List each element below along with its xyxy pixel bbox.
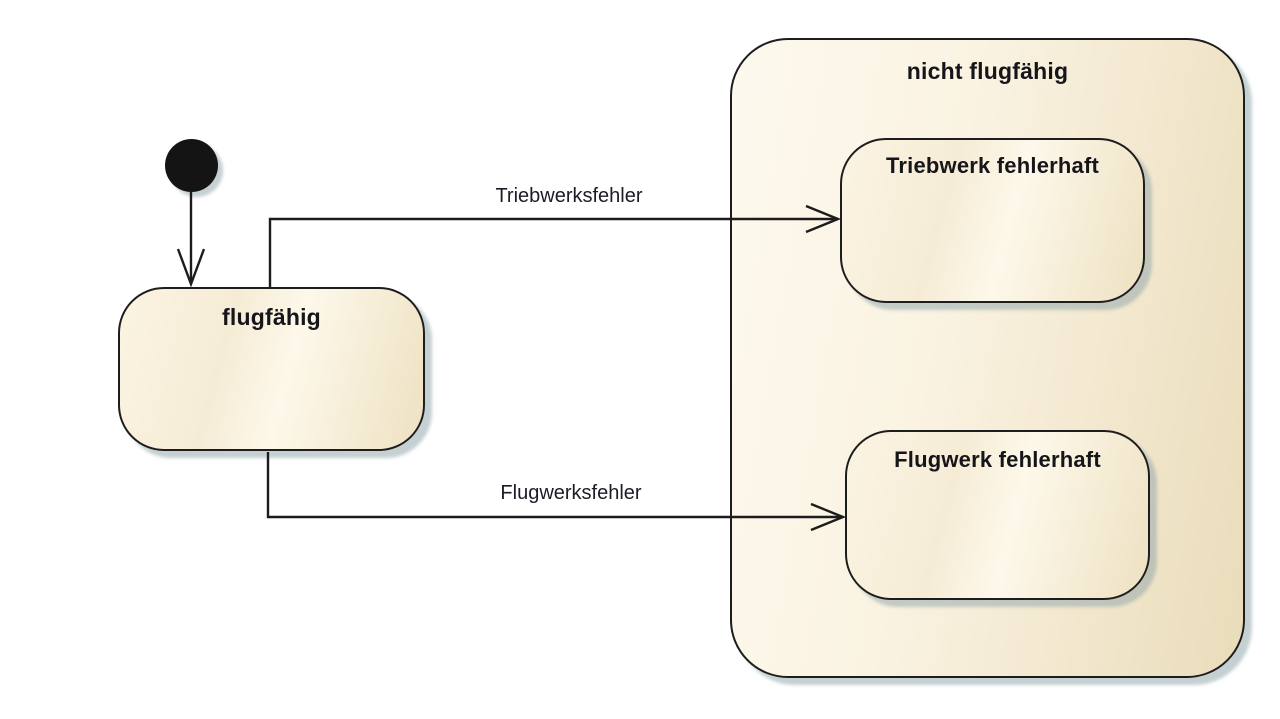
state-flugfaehig-label: flugfähig [222,304,321,330]
transition-label-flugwerksfehler: Flugwerksfehler [500,482,642,504]
arrowhead-down-icon [176,248,206,288]
state-triebwerk-fehlerhaft: Triebwerk fehlerhaft [840,138,1145,303]
composite-state-title: nicht flugfähig [906,58,1069,84]
transition-label-triebwerksfehler: Triebwerksfehler [495,185,643,207]
state-flugwerk-label: Flugwerk fehlerhaft [894,447,1101,472]
state-flugfaehig: flugfähig [118,287,425,451]
initial-state-icon [165,139,218,192]
state-flugwerk-fehlerhaft: Flugwerk fehlerhaft [845,430,1150,600]
state-triebwerk-label: Triebwerk fehlerhaft [885,153,1100,178]
